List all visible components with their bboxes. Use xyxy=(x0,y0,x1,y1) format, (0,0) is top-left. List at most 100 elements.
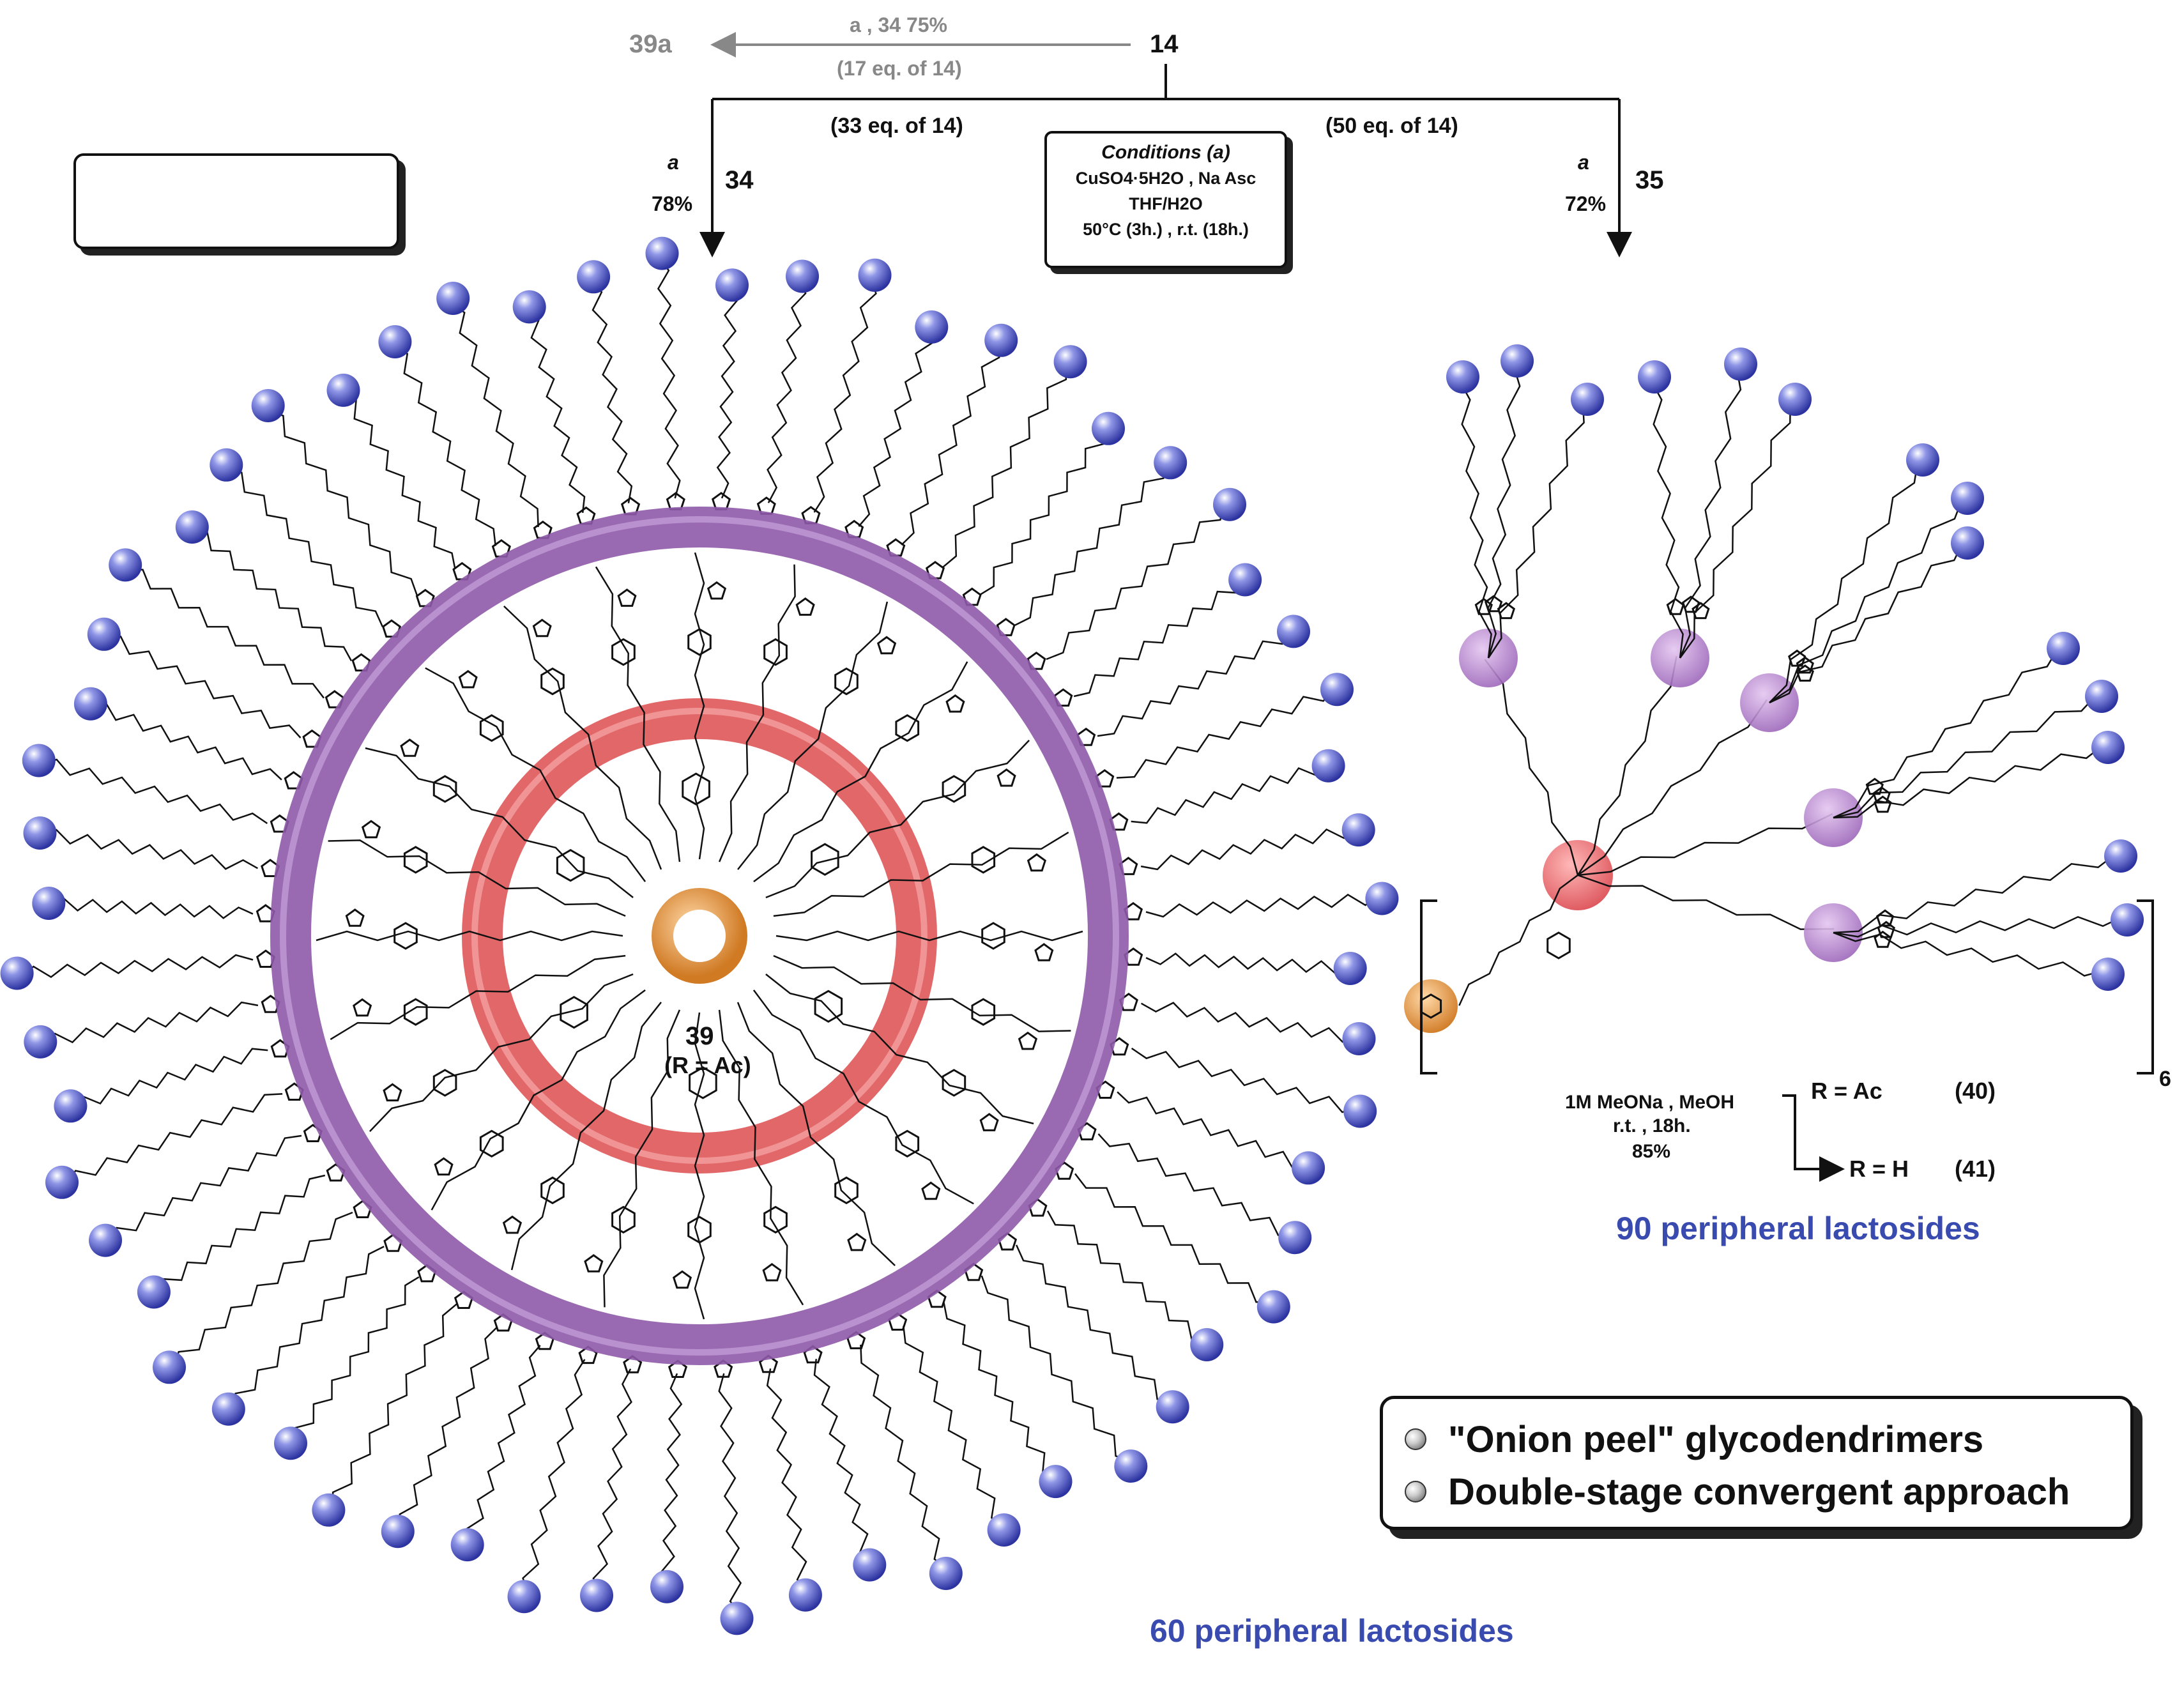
lactoside-ball xyxy=(1333,952,1367,985)
peg-chain xyxy=(979,425,1105,595)
conditions-line1: CuSO4·5H2O , Na Asc xyxy=(1075,169,1256,188)
lactoside-ball xyxy=(109,548,142,582)
lactoside-ball xyxy=(1092,411,1125,445)
left-compound: 34 xyxy=(725,166,754,194)
linker-chain xyxy=(765,974,1034,1125)
peg-chain xyxy=(1456,377,1492,659)
lactoside-ball xyxy=(1446,360,1479,394)
linker-chain xyxy=(1577,656,1677,876)
peg-chain xyxy=(523,307,586,513)
lactoside-ball xyxy=(2047,632,2080,665)
multiplier: 6 xyxy=(2159,1067,2171,1091)
peg-chain xyxy=(1116,684,1336,779)
triazole-ring xyxy=(876,636,897,655)
triazole-ring xyxy=(1681,595,1700,613)
right-caption: 90 peripheral lactosides xyxy=(1616,1211,1980,1246)
peg-chain xyxy=(222,468,384,627)
peg-chain xyxy=(1833,643,2061,819)
triazole-ring xyxy=(762,1263,782,1281)
triazole-ring xyxy=(758,1354,779,1373)
core-compound: 39 xyxy=(685,1022,714,1050)
triazole-ring xyxy=(381,619,402,638)
triazole-ring xyxy=(361,820,381,839)
lactoside-ball xyxy=(1365,882,1399,915)
lactoside-ball xyxy=(1156,1390,1189,1424)
linker-chain xyxy=(775,930,1083,942)
peg-chain xyxy=(1097,625,1292,737)
triazole-ring xyxy=(1484,595,1503,613)
linker-chain xyxy=(603,1009,681,1308)
triazole-ring xyxy=(1875,909,1895,927)
peg-chain xyxy=(88,703,282,781)
peg-chain xyxy=(1073,574,1243,698)
core-torus xyxy=(652,888,747,984)
inner-red-ring-highlight xyxy=(471,708,928,1164)
peg-chain xyxy=(294,1276,420,1447)
linker-chain xyxy=(365,747,634,898)
triazole-ring xyxy=(672,1270,692,1289)
peg-chain xyxy=(40,1001,259,1048)
triazole-ring xyxy=(1874,930,1892,948)
triazole-ring xyxy=(458,669,478,689)
outer-purple-ring-highlight xyxy=(280,516,1119,1356)
lactoside-ball xyxy=(2091,958,2125,991)
linker-chain xyxy=(431,989,646,1211)
phenyl-ring xyxy=(971,846,996,874)
lactoside-ball xyxy=(984,323,1018,357)
phenyl-ring xyxy=(981,922,1005,950)
peg-chain xyxy=(766,1368,812,1595)
lactoside-ball xyxy=(915,310,949,344)
bullet-icon xyxy=(1405,1481,1426,1502)
right-reagent: a xyxy=(1578,151,1589,174)
lactoside-ball xyxy=(211,1392,245,1426)
linker-chain xyxy=(753,661,968,883)
phenyl-ring xyxy=(942,1069,966,1097)
conditions-box: Conditions (a) CuSO4·5H2O , Na Asc THF/H… xyxy=(1044,131,1287,268)
lactoside-ball xyxy=(715,268,749,302)
lactoside-ball xyxy=(1278,1221,1312,1255)
phenyl-ring xyxy=(403,998,428,1026)
triazole-ring xyxy=(1034,943,1054,961)
phenyl-ring xyxy=(432,1069,457,1097)
lactoside-ball xyxy=(1341,813,1375,847)
lactoside-ball xyxy=(251,389,285,422)
peg-chain xyxy=(813,273,877,513)
triazole-ring xyxy=(434,1157,454,1176)
product-b: R = H xyxy=(1849,1156,1909,1182)
lactoside-ball xyxy=(1906,443,1939,477)
phenyl-ring xyxy=(895,714,920,742)
triazole-ring xyxy=(1076,728,1096,746)
phenyl-ring xyxy=(687,1216,712,1244)
lactoside-ball xyxy=(73,687,107,721)
lactoside-ball xyxy=(788,1578,822,1612)
peg-chain xyxy=(447,300,539,528)
lactoside-ball xyxy=(32,887,66,920)
peg-chain xyxy=(901,337,1000,546)
phenyl-ring xyxy=(393,922,418,950)
phenyl-ring xyxy=(814,990,843,1023)
peg-chain xyxy=(592,1368,632,1597)
lactoside-ball xyxy=(1190,1328,1224,1361)
linker-chain xyxy=(1484,659,1579,876)
core-r-group: (R = Ac) xyxy=(664,1052,751,1078)
lactoside-ball xyxy=(24,1025,57,1059)
phenyl-ring xyxy=(479,1129,504,1158)
lactoside-ball xyxy=(1320,673,1354,707)
lactoside-ball xyxy=(1213,487,1246,521)
phenyl-ring xyxy=(687,628,712,656)
linker-chain xyxy=(510,1002,662,1271)
peg-chain xyxy=(942,358,1067,569)
lactoside-ball xyxy=(153,1350,186,1384)
linker-chain xyxy=(773,954,1071,1032)
phenyl-ring xyxy=(1546,931,1571,960)
lactoside-ball xyxy=(577,260,611,294)
lactoside-ball xyxy=(2085,680,2118,713)
lactoside-ball xyxy=(137,1275,171,1309)
right-yield: 72% xyxy=(1565,192,1606,215)
triazole-ring xyxy=(668,1359,688,1378)
peg-chain xyxy=(1015,1244,1177,1404)
product-a-id: (40) xyxy=(1955,1078,1996,1104)
triazole-ring xyxy=(623,1355,643,1373)
legend-item-label: Double-stage convergent approach xyxy=(1448,1471,2070,1513)
triazole-ring xyxy=(353,998,372,1017)
